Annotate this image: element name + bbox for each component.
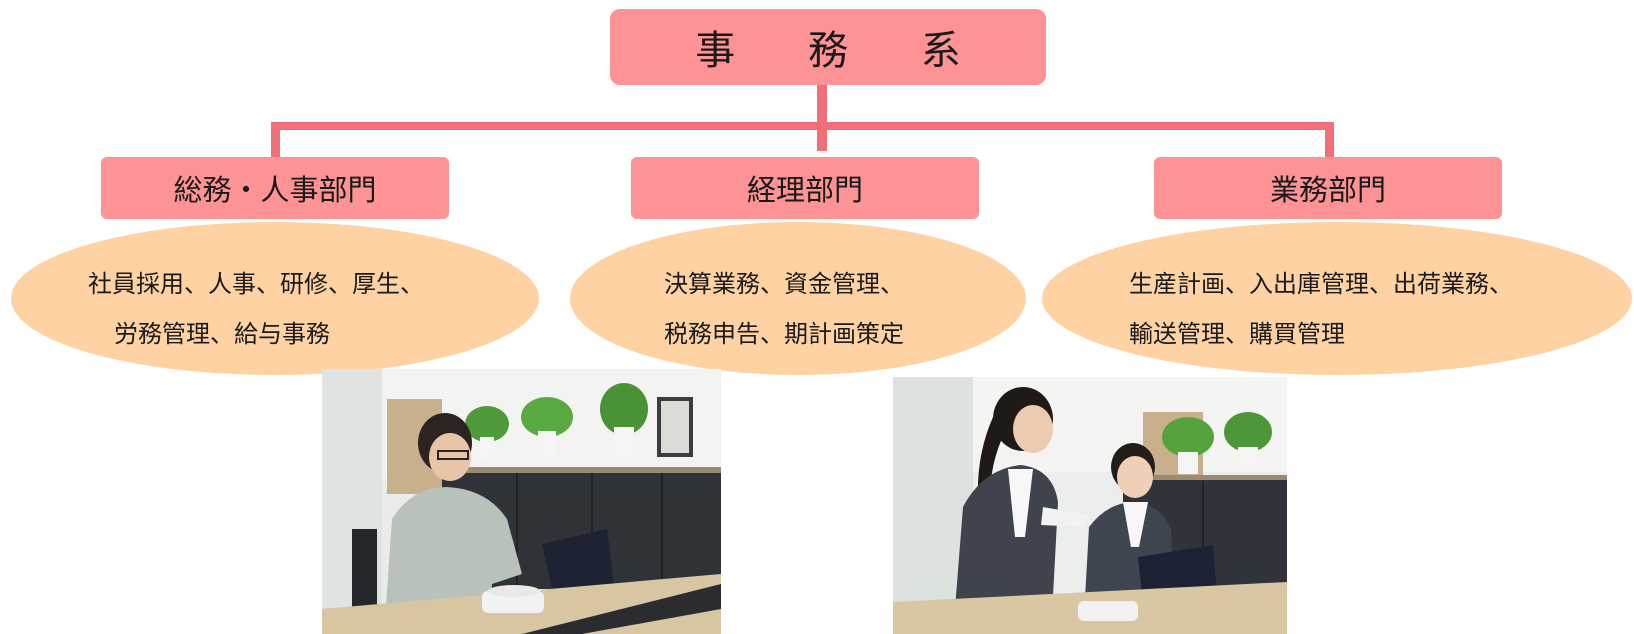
man-at-laptop-photo — [322, 369, 721, 634]
dept-label: 経理部門 — [746, 173, 863, 207]
duties-ellipse-soumu-jinji — [11, 222, 539, 375]
duties-line-1: 決算業務、資金管理、 — [664, 270, 904, 298]
dept-box-keiri: 経理部門 — [631, 157, 979, 219]
dept-box-gyoumu: 業務部門 — [1154, 157, 1502, 219]
root-node-jimukei: 事 務 系 — [610, 9, 1046, 85]
duties-line-1: 生産計画、入出庫管理、出荷業務、 — [1129, 270, 1513, 298]
duties-line-2: 労務管理、給与事務 — [114, 320, 330, 348]
two-women-at-laptop-photo — [893, 377, 1287, 634]
connector-drop-right — [1325, 122, 1334, 157]
root-node-label: 事 務 系 — [695, 28, 991, 74]
dept-label: 業務部門 — [1269, 173, 1386, 207]
duties-line-1: 社員採用、人事、研修、厚生、 — [88, 270, 424, 298]
duties-line-2: 輸送管理、購買管理 — [1129, 320, 1345, 348]
duties-ellipse-keiri — [570, 222, 1026, 375]
duties-line-2: 税務申告、期計画策定 — [664, 320, 904, 348]
dept-label: 総務・人事部門 — [173, 173, 377, 207]
connector-drop-left — [271, 122, 280, 157]
connector-vertical-root — [817, 85, 827, 151]
connector-horizontal-bar — [271, 122, 1334, 130]
dept-box-soumu-jinji: 総務・人事部門 — [101, 157, 449, 219]
duties-ellipse-gyoumu — [1042, 222, 1632, 375]
